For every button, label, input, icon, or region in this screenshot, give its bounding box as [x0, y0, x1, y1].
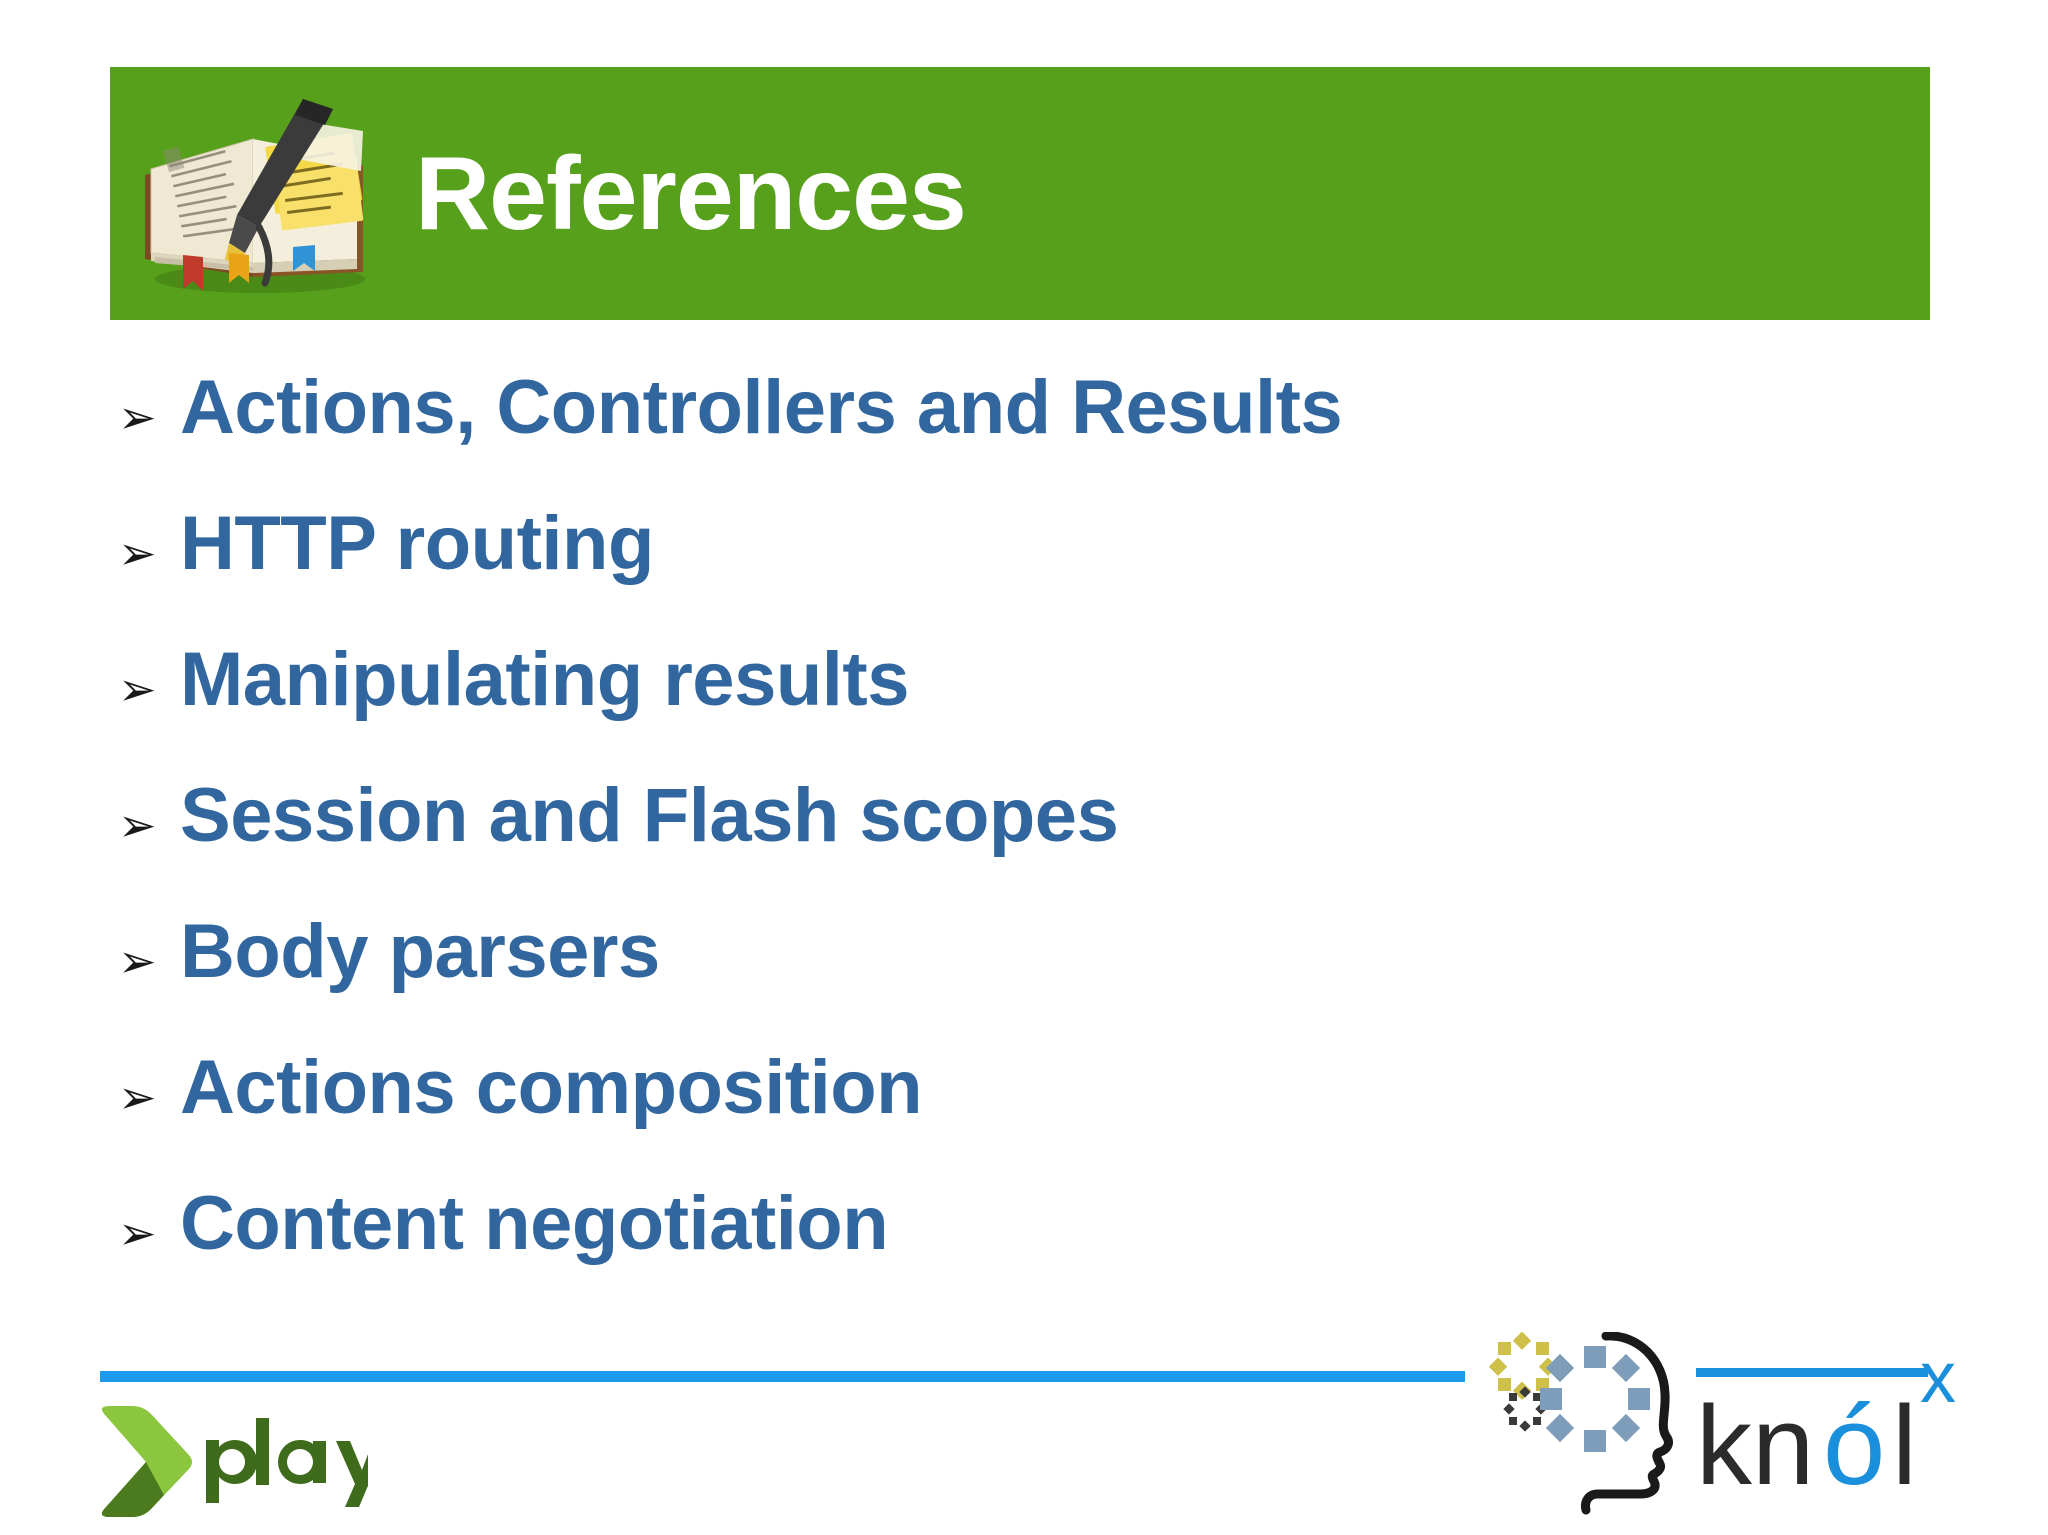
list-item[interactable]: ➢ Body parsers [110, 914, 1910, 1050]
arrow-bullet-icon: ➢ [118, 526, 157, 580]
list-item[interactable]: ➢ Actions composition [110, 1050, 1910, 1186]
knoldus-logo: kn ó l x [1488, 1331, 2028, 1532]
list-item-label: Manipulating results [180, 637, 909, 722]
dark-ring-icon [1503, 1386, 1547, 1432]
list-item[interactable]: ➢ Actions, Controllers and Results [110, 370, 1910, 506]
blue-ring-icon [1540, 1346, 1650, 1452]
arrow-bullet-icon: ➢ [118, 390, 157, 444]
play-framework-logo [88, 1402, 387, 1520]
knoldus-wordmark-accent: ó [1823, 1383, 1885, 1508]
knoldus-wordmark-part2: l [1892, 1383, 1917, 1508]
head-profile-icon [1581, 1331, 1673, 1515]
arrow-bullet-icon: ➢ [118, 1206, 157, 1260]
knoldus-superscript: x [1920, 1338, 1956, 1418]
arrow-bullet-icon: ➢ [118, 1070, 157, 1124]
list-item-label: HTTP routing [180, 501, 654, 586]
list-item-label: Session and Flash scopes [180, 773, 1119, 858]
arrow-bullet-icon: ➢ [118, 662, 157, 716]
list-item[interactable]: ➢ Content negotiation [110, 1186, 1910, 1322]
bullet-list: ➢ Actions, Controllers and Results ➢ HTT… [110, 370, 1910, 1322]
list-item-label: Content negotiation [180, 1181, 889, 1266]
list-item[interactable]: ➢ Manipulating results [110, 642, 1910, 778]
logo-rule [1696, 1368, 1928, 1377]
arrow-bullet-icon: ➢ [118, 934, 157, 988]
list-item-label: Actions, Controllers and Results [180, 365, 1343, 450]
page-title: References [415, 135, 967, 252]
book-reference-icon [125, 87, 390, 302]
list-item-label: Body parsers [180, 909, 660, 994]
list-item-label: Actions composition [180, 1045, 923, 1130]
knoldus-wordmark-part1: kn [1696, 1383, 1814, 1508]
footer-divider [100, 1371, 1465, 1382]
list-item[interactable]: ➢ HTTP routing [110, 506, 1910, 642]
list-item[interactable]: ➢ Session and Flash scopes [110, 778, 1910, 914]
arrow-bullet-icon: ➢ [118, 798, 157, 852]
title-banner: References [110, 67, 1930, 320]
